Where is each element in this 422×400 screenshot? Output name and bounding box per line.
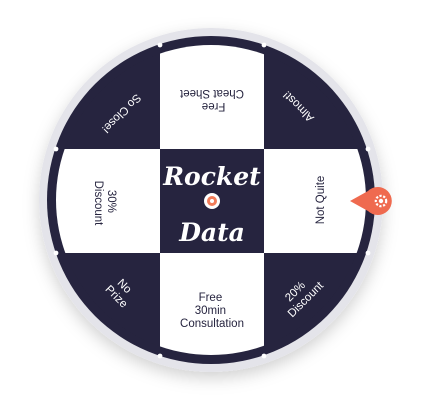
logo-data: Data [178, 218, 245, 247]
wheel-grid [56, 45, 366, 355]
wheel-pointer[interactable] [350, 187, 392, 215]
gear-icon [374, 194, 388, 208]
label-not-quite: Not Quite [315, 176, 327, 225]
rim-dots [53, 42, 371, 359]
pointer-shape [350, 187, 392, 215]
label-30-discount: 30% Discount [92, 181, 117, 227]
segment-30-discount [56, 149, 160, 253]
segment-free-cheat-sheet [160, 45, 264, 149]
logo-rocket: Rocket [162, 162, 261, 191]
label-free-30min-consultation: Free 30min Consultation [180, 292, 244, 330]
hub-center [210, 199, 214, 203]
label-free-cheat-sheet: Free Cheat Sheet [179, 87, 244, 112]
segment-free-30min-consultation [160, 253, 264, 355]
segment-not-quite [264, 149, 366, 253]
